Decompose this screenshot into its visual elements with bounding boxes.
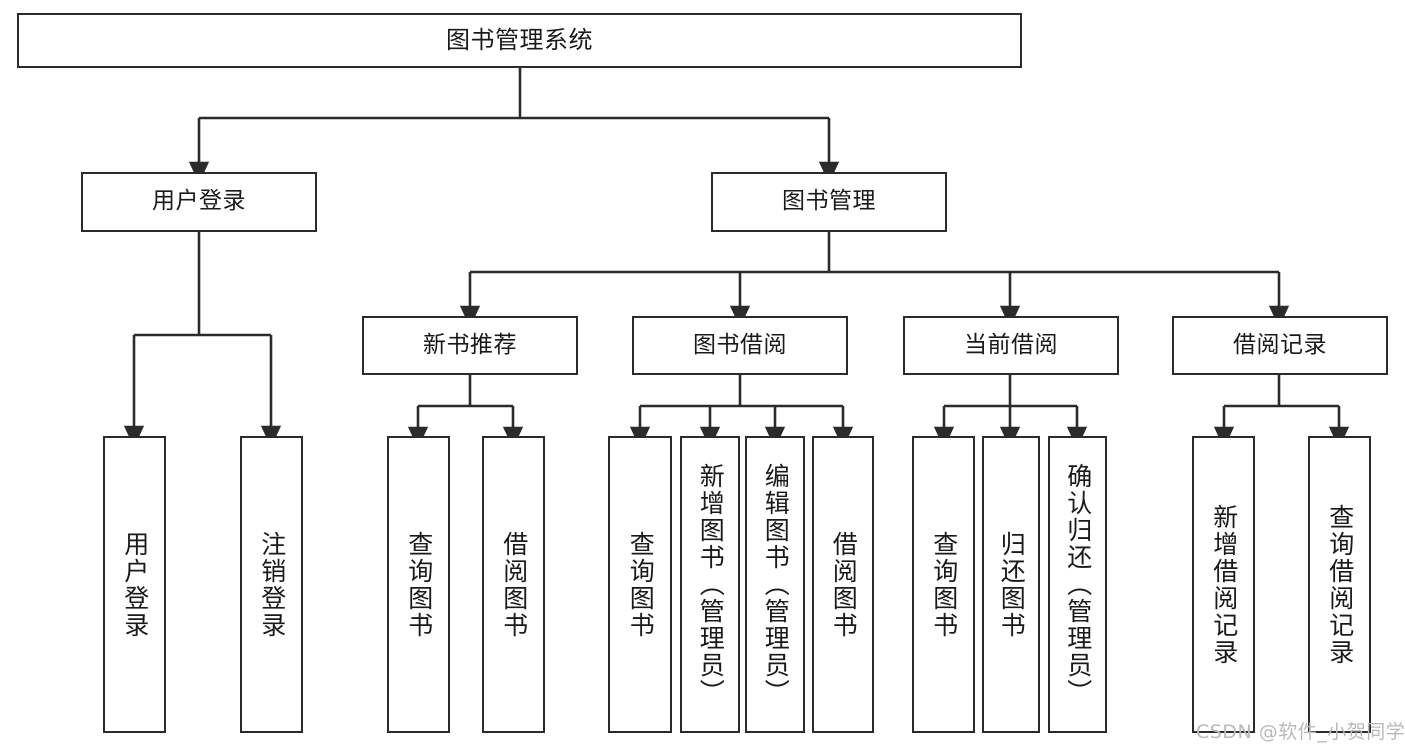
node-label: 用户登录 xyxy=(152,188,246,215)
node-label: 查询图书 xyxy=(404,530,434,639)
node-label: 确认归还（管理员） xyxy=(1063,463,1093,706)
leaf-borrow-borrow-book[interactable]: 借阅图书 xyxy=(812,436,874,733)
leaf-borrow-add-book-admin[interactable]: 新增图书（管理员） xyxy=(680,436,740,733)
leaf-current-confirm-return-admin[interactable]: 确认归还（管理员） xyxy=(1048,436,1107,733)
node-label: 查询图书 xyxy=(929,530,959,639)
node-label: 新增借阅记录 xyxy=(1209,503,1239,666)
node-user-login[interactable]: 用户登录 xyxy=(81,172,317,232)
node-book-management[interactable]: 图书管理 xyxy=(711,172,947,232)
node-label: 查询借阅记录 xyxy=(1325,503,1355,666)
leaf-user-login-logout[interactable]: 注销登录 xyxy=(240,436,303,733)
node-label: 图书管理 xyxy=(782,188,876,215)
leaf-current-query-book[interactable]: 查询图书 xyxy=(912,436,975,733)
node-label: 新书推荐 xyxy=(423,331,517,358)
node-label: 归还图书 xyxy=(997,530,1027,639)
node-current-borrow[interactable]: 当前借阅 xyxy=(903,316,1119,375)
node-label: 当前借阅 xyxy=(964,331,1058,358)
node-label: 借阅图书 xyxy=(829,530,859,639)
node-label: 查询图书 xyxy=(626,530,656,639)
leaf-current-return-book[interactable]: 归还图书 xyxy=(982,436,1040,733)
node-label: 注销登录 xyxy=(257,530,287,639)
leaf-borrow-query-book[interactable]: 查询图书 xyxy=(608,436,672,733)
node-label: 图书管理系统 xyxy=(446,26,593,55)
leaf-borrow-edit-book-admin[interactable]: 编辑图书（管理员） xyxy=(745,436,805,733)
csdn-watermark: CSDN @软件_小贺同学 xyxy=(1196,721,1405,743)
node-label: 用户登录 xyxy=(120,530,150,639)
node-label: 借阅图书 xyxy=(499,530,529,639)
leaf-recommend-query-book[interactable]: 查询图书 xyxy=(387,436,450,733)
leaf-record-query-record[interactable]: 查询借阅记录 xyxy=(1308,436,1371,733)
leaf-user-login-login[interactable]: 用户登录 xyxy=(103,436,166,733)
node-label: 编辑图书（管理员） xyxy=(761,463,791,706)
node-label: 图书借阅 xyxy=(693,331,787,358)
node-borrow-record[interactable]: 借阅记录 xyxy=(1172,316,1388,375)
node-root-system[interactable]: 图书管理系统 xyxy=(17,13,1022,68)
node-new-book-recommend[interactable]: 新书推荐 xyxy=(362,316,578,375)
leaf-record-add-record[interactable]: 新增借阅记录 xyxy=(1192,436,1255,733)
node-label: 新增图书（管理员） xyxy=(696,463,726,706)
node-label: 借阅记录 xyxy=(1233,331,1327,358)
leaf-recommend-borrow-book[interactable]: 借阅图书 xyxy=(482,436,545,733)
node-book-borrow[interactable]: 图书借阅 xyxy=(632,316,848,375)
